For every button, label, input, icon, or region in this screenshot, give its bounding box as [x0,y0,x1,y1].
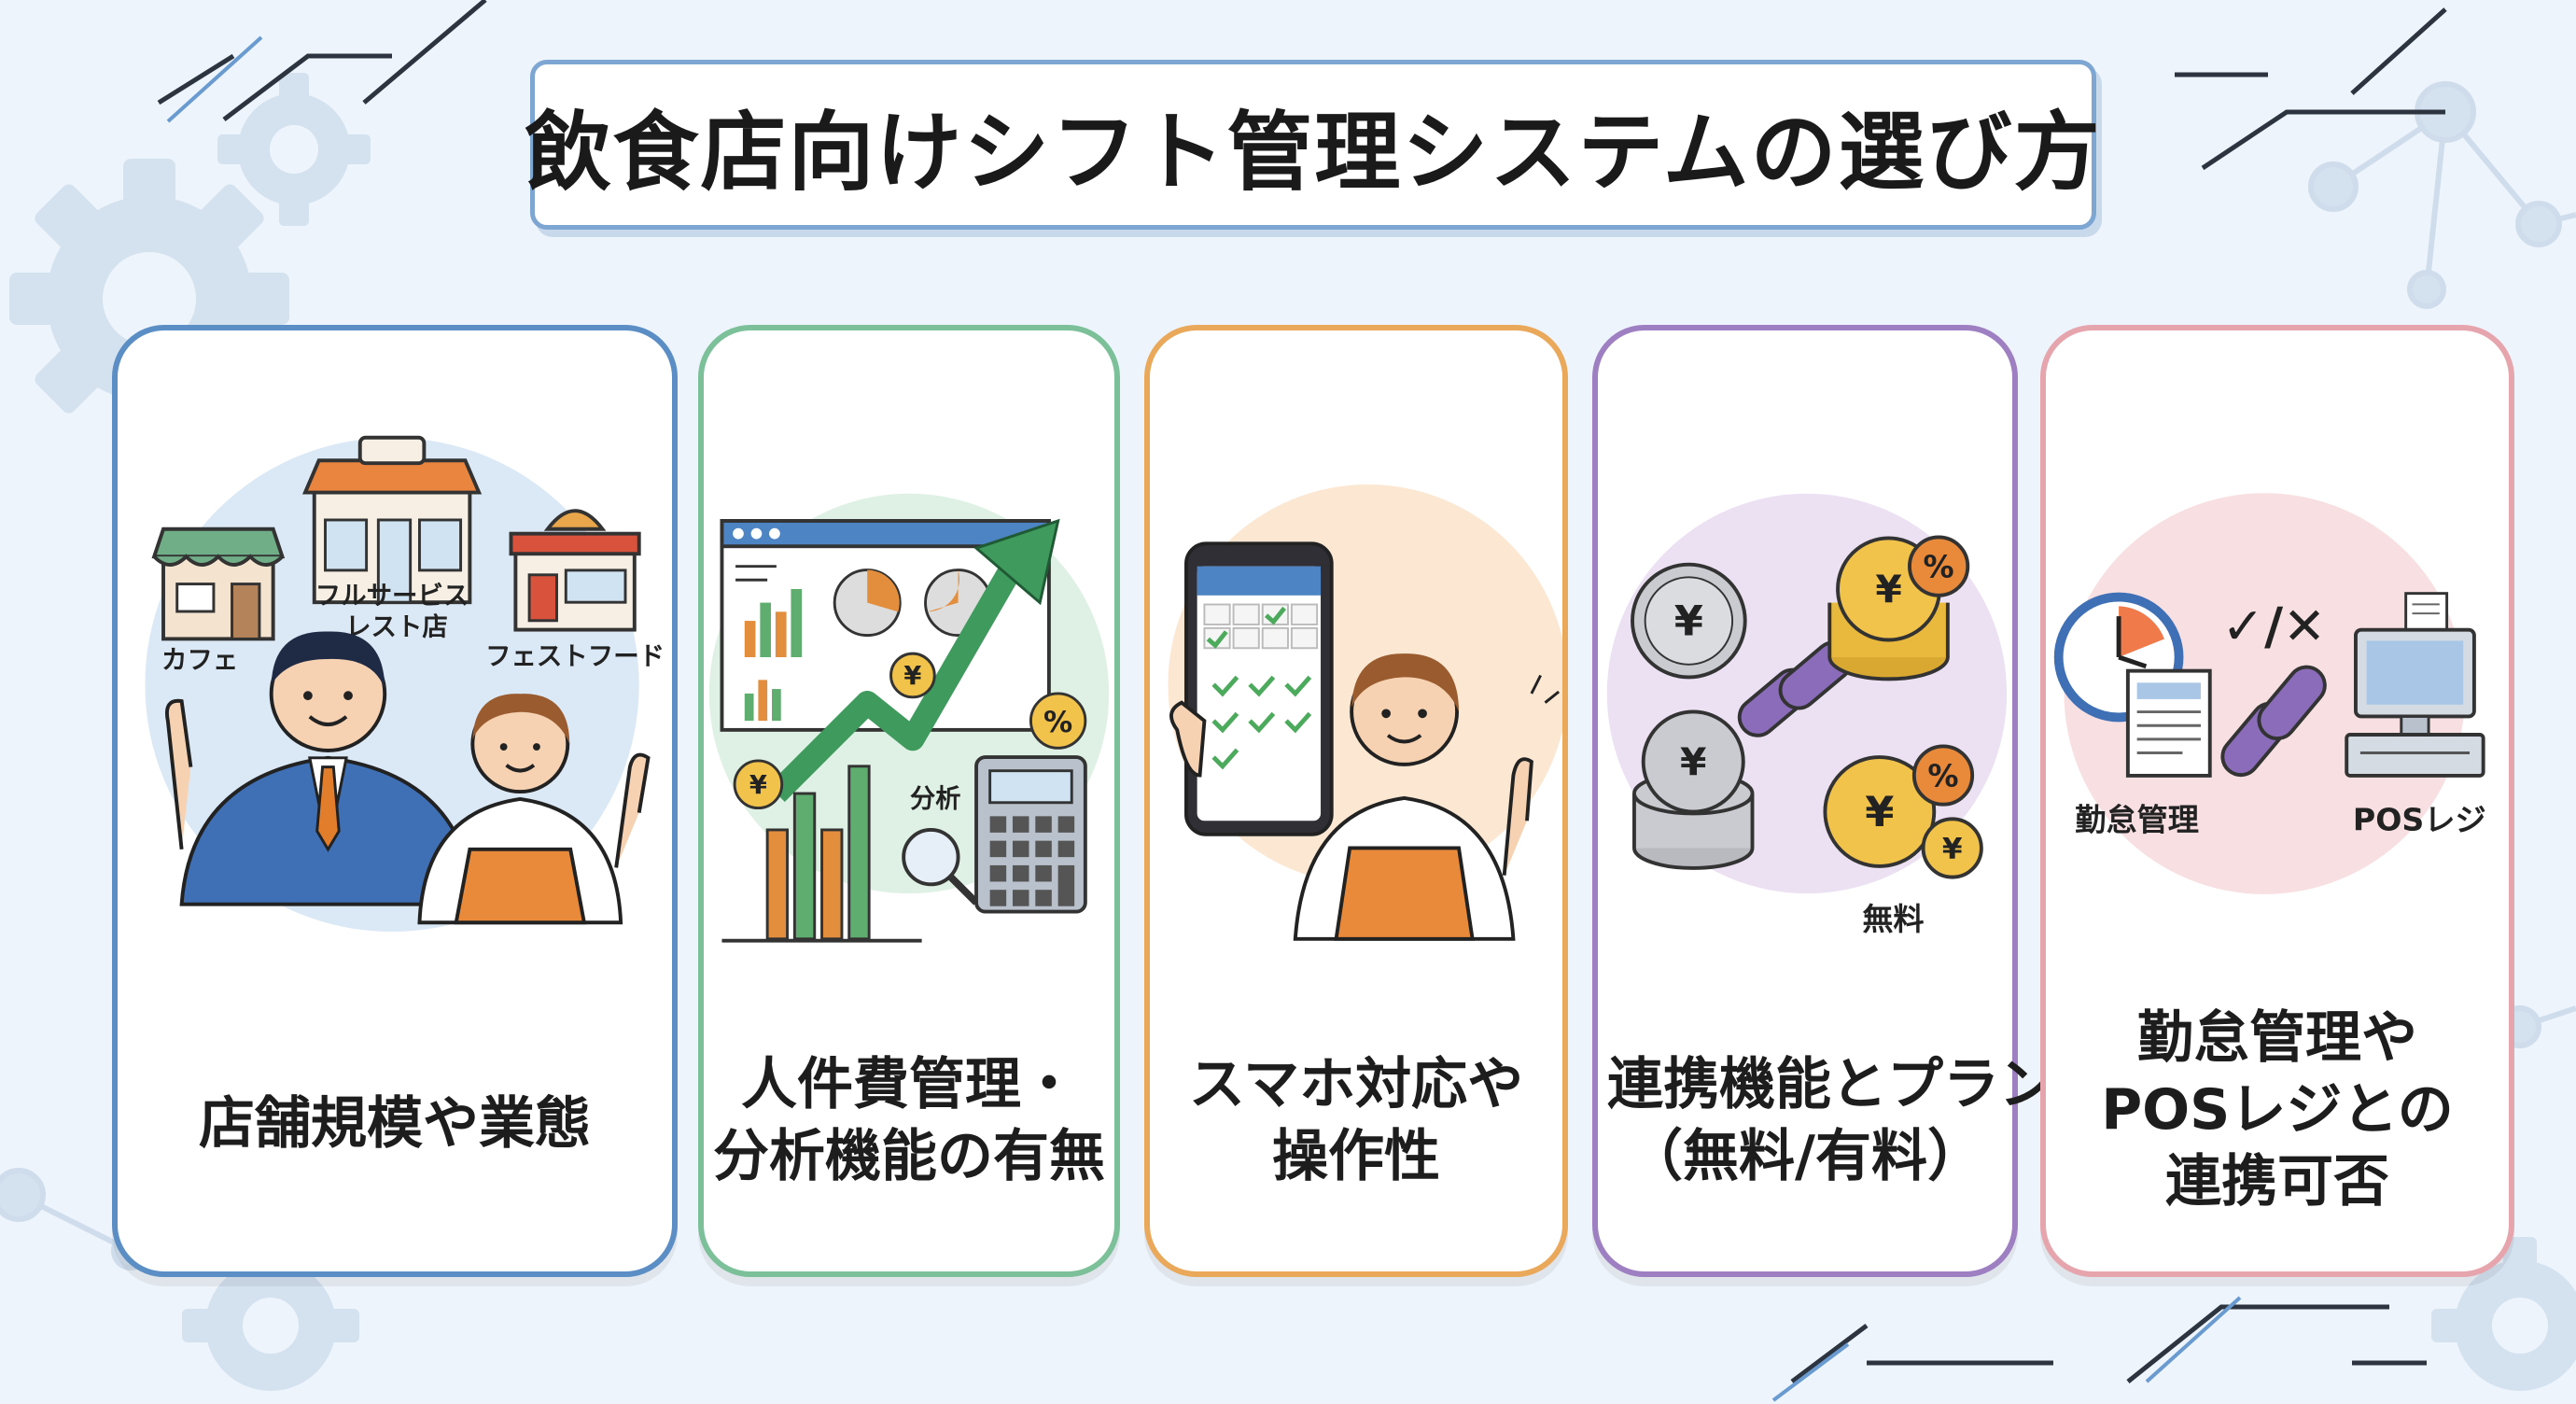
card-label: 連携機能とプラン （無料/有料） [1607,1049,2055,1193]
card-smartphone: スマホ対応や 操作性 [1144,325,1568,1277]
yen-coin-icon: ¥ ¥ [733,652,936,810]
timesheet-icon [2125,668,2212,778]
free-caption: 無料 [1862,901,1924,937]
card-label: 勤怠管理や POSレジとの 連携可否 [2055,1003,2499,1217]
card-label-line: 店舗規模や業態 [199,1091,591,1157]
percent-text: % [1043,706,1072,739]
chain-link-icon [2220,665,2327,778]
percent-text: % [1927,757,1958,793]
yen-text: ¥ [1942,833,1963,866]
card-attendance-pos: ✓/✕ 勤怠管理 POSレジ 勤怠管理や POSレジとの 連携可否 [2040,325,2514,1277]
yen-text: ¥ [749,771,767,800]
cafe-shop-icon [151,526,286,641]
coin-stack-icon: ¥ ¥ [1631,562,1755,870]
gear-icon [217,73,371,226]
gear-icon [2431,1237,2576,1391]
restaurant-caption: フルサービス [315,582,469,611]
card-label-line: POSレジとの [2101,1076,2454,1143]
card-illustration [1168,484,1562,941]
analysis-caption: 分析 [910,785,961,814]
card-integration-plan: ¥ ¥ ¥ ¥ ¥ % % 無料 [1592,325,2055,1277]
fast-food-icon [509,509,641,632]
staff-icon [417,694,651,925]
card-label-line: 人件費管理・ [741,1052,1077,1117]
fastfood-caption: フェストフード [485,642,665,671]
card-illustration: カフェ フルサービス レスト店 フェストフード [145,435,665,933]
smartphone-icon [1169,541,1334,836]
card-label: スマホ対応や 操作性 [1159,1049,1553,1193]
yen-text: ¥ [903,662,921,691]
card-label-line: 操作性 [1272,1123,1440,1189]
pos-caption: POSレジ [2353,802,2486,838]
card-labor-cost: ¥ ¥ % 分析 人件費管理・ 分析機能の有無 [698,325,1120,1277]
card-store-scale: カフェ フルサービス レスト店 フェストフード [112,325,678,1277]
percent-icon: % % [1908,535,1975,807]
attendance-caption: 勤怠管理 [2075,802,2199,838]
card-label-line: 連携可否 [2165,1148,2389,1214]
card-label-line: 分析機能の有無 [713,1123,1105,1189]
cafe-caption: カフェ [161,646,238,675]
percent-icon: % [1029,692,1087,750]
yen-text: ¥ [1674,597,1703,646]
card-label: 店舗規模や業態 [127,1088,663,1160]
card-label: 人件費管理・ 分析機能の有無 [713,1049,1105,1193]
card-illustration: ¥ ¥ ¥ ¥ ¥ % % 無料 [1606,493,2008,937]
yen-text: ¥ [1865,787,1894,836]
restaurant-caption: レスト店 [345,612,448,641]
yen-text: ¥ [1680,740,1706,785]
card-label-line: スマホ対応や [1188,1052,1524,1117]
card-label-line: 勤怠管理や [2137,1005,2417,1071]
growth-arrow-icon [721,518,1060,943]
page-title: 飲食店向けシフト管理システムの選び方 [525,102,2102,203]
card-label-line: （無料/有料） [1627,1123,1983,1189]
calculator-icon [974,755,1087,914]
checklist-icon [1203,603,1319,650]
yen-text: ¥ [1875,568,1901,612]
card-illustration: ¥ ¥ % 分析 [708,493,1110,943]
magnifier-icon [902,828,979,906]
pos-register-icon [2345,592,2485,778]
staff-icon [1293,653,1561,941]
card-label-line: 連携機能とプラン [1607,1052,2055,1117]
check-cross-icon: ✓/✕ [2221,596,2326,655]
card-illustration: ✓/✕ 勤怠管理 POSレジ [2053,493,2486,894]
manager-icon [165,631,477,906]
title-banner: 飲食店向けシフト管理システムの選び方 [525,60,2100,230]
restaurant-icon [301,435,483,605]
percent-text: % [1924,548,1954,584]
